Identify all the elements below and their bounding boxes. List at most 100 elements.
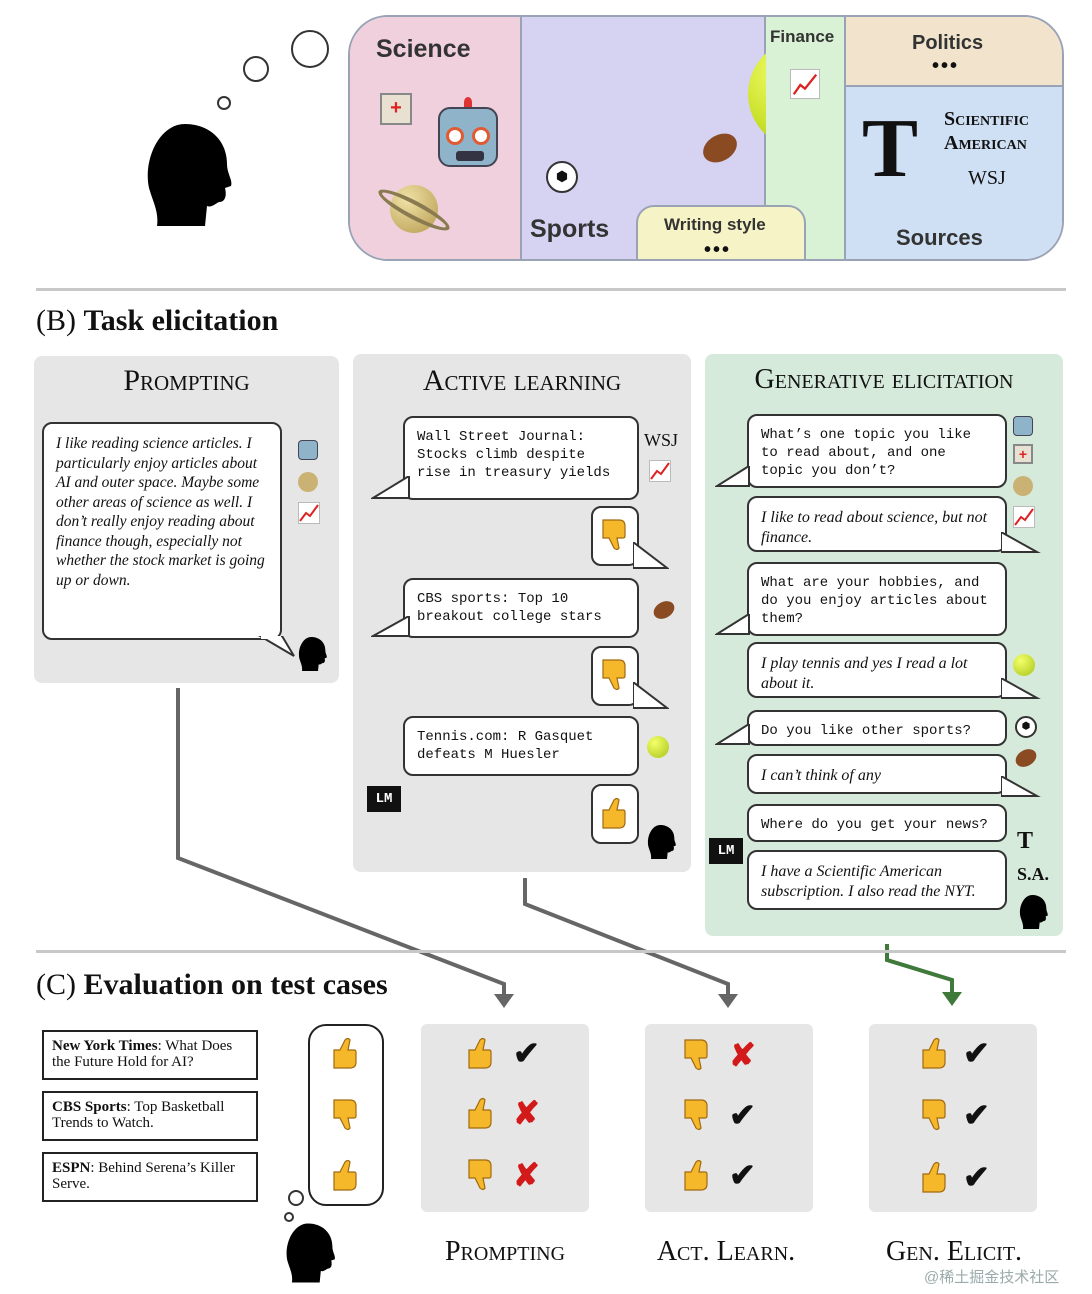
thumbs-down-icon [602, 659, 626, 691]
thumbs-down-icon [602, 519, 626, 551]
hospital-icon: + [1013, 444, 1033, 464]
correct-mark: ✔ [963, 1035, 990, 1071]
thumbs-up-icon [468, 1097, 492, 1129]
lm-question-bubble-3: Do you like other sports? [747, 710, 1007, 746]
nyt-logo: T [862, 102, 919, 195]
test-case-1: New York Times: What Does the Future Hol… [42, 1030, 258, 1080]
lm-query-bubble-3: Tennis.com: R Gasquet defeats M Huesler [403, 716, 639, 776]
eval-panel-prompting: ✔ ✘ ✘ [421, 1024, 589, 1212]
user-answer-bubble-2: I play tennis and yes I read a lot about… [747, 642, 1007, 698]
user-head-icon [286, 1223, 335, 1283]
active-learning-title: Active learning [422, 364, 622, 397]
robot-icon [434, 97, 502, 173]
eval-label-active-learning: Act. Learn. [656, 1236, 796, 1267]
writing-style-region: Writing style ••• [636, 205, 806, 261]
writing-style-label: Writing style [664, 215, 766, 234]
science-region: Science + [350, 17, 522, 259]
thought-bubble-medium [243, 56, 269, 82]
bubble-tail [258, 636, 295, 657]
bubble-tail [633, 542, 669, 569]
bubble-tail [371, 476, 410, 499]
thumbs-down-icon [333, 1099, 357, 1131]
prompting-panel: Prompting I like reading science article… [34, 356, 339, 683]
thumbs-up-icon [468, 1037, 492, 1069]
eval-panel-generative-elicitation: ✔ ✔ ✔ [869, 1024, 1037, 1212]
incorrect-mark: ✘ [513, 1157, 540, 1193]
user-answer-bubble-4: I have a Scientific American subscriptio… [747, 850, 1007, 910]
chart-increasing-icon [790, 69, 820, 99]
incorrect-mark: ✘ [513, 1095, 540, 1131]
nyt-logo: T [1017, 828, 1034, 854]
soccer-ball-icon: ⬢ [546, 161, 578, 193]
wsj-logo: WSJ [644, 430, 679, 450]
active-arrow [523, 878, 730, 996]
wsj-logo: WSJ [968, 167, 1006, 189]
lm-query-bubble-1: Wall Street Journal: Stocks climb despit… [403, 416, 639, 500]
scientific-american-abbrev: S.A. [1017, 864, 1050, 884]
thumbs-up-icon [333, 1037, 357, 1069]
bubble-tail [715, 614, 750, 635]
thumbs-down-icon [468, 1159, 492, 1191]
incorrect-mark: ✘ [729, 1037, 756, 1073]
active-arrowhead [718, 994, 738, 1008]
prompting-arrowhead [494, 994, 514, 1008]
tennis-ball-icon [1013, 654, 1035, 676]
generative-arrowhead [942, 992, 962, 1006]
thumbs-up-icon [602, 797, 626, 829]
chart-increasing-icon [298, 502, 320, 524]
prompting-arrow [176, 688, 506, 996]
finance-label: Finance [770, 27, 835, 46]
writing-style-more: ••• [704, 239, 732, 261]
thumbs-down-icon [922, 1099, 946, 1131]
planet-icon [374, 175, 454, 245]
prompting-title: Prompting [123, 364, 250, 397]
prompting-text-bubble: I like reading science articles. I parti… [42, 422, 282, 640]
user-answer-bubble-1: I like to read about science, but not fi… [747, 496, 1007, 552]
planet-icon [298, 472, 318, 492]
lm-question-bubble-2: What are your hobbies, and do you enjoy … [747, 562, 1007, 636]
user-head-icon [298, 637, 327, 671]
thumbs-up-icon [684, 1159, 708, 1191]
thumbs-down-icon [684, 1039, 708, 1071]
lm-question-bubble-1: What’s one topic you like to read about,… [747, 414, 1007, 488]
thought-bubble-small [284, 1212, 294, 1222]
correct-mark: ✔ [729, 1097, 756, 1133]
tennis-ball-icon [647, 736, 669, 758]
user-head-icon [647, 825, 676, 859]
section-c-title: (C) Evaluation on test cases [36, 968, 388, 1001]
chart-increasing-icon [649, 460, 671, 482]
lm-query-bubble-2: CBS sports: Top 10 breakout college star… [403, 578, 639, 638]
bubble-tail [633, 682, 669, 709]
politics-region: Politics ••• [846, 17, 1062, 87]
bubble-tail [371, 616, 410, 637]
divider-top [36, 288, 1066, 291]
section-b-title: (B) Task elicitation [36, 304, 279, 337]
thumbs-up-icon [922, 1037, 946, 1069]
politics-more: ••• [932, 55, 960, 77]
sports-label: Sports [530, 215, 610, 243]
correct-mark: ✔ [729, 1157, 756, 1193]
bubble-tail [715, 466, 750, 487]
thought-bubble-small [217, 96, 231, 110]
politics-label: Politics [912, 32, 984, 54]
thumbs-down-icon [684, 1099, 708, 1131]
generative-elicitation-panel: Generative elicitation What’s one topic … [705, 354, 1063, 936]
correct-mark: ✔ [963, 1097, 990, 1133]
soccer-ball-icon: ⬢ [1015, 716, 1037, 738]
user-answer-bubble-3: I can’t think of any [747, 754, 1007, 794]
robot-icon [298, 440, 318, 460]
hospital-icon: + [380, 93, 412, 125]
thought-bubble-medium [288, 1190, 304, 1206]
correct-mark: ✔ [513, 1035, 540, 1071]
bubble-tail [1001, 678, 1041, 699]
correct-mark: ✔ [963, 1159, 990, 1195]
sources-label: Sources [896, 225, 983, 250]
active-learning-panel: Active learning Wall Street Journal: Sto… [353, 354, 691, 872]
eval-label-prompting: Prompting [444, 1236, 566, 1267]
bubble-tail [1001, 532, 1041, 553]
lm-badge: LM [367, 786, 401, 812]
eval-label-generative-elicitation: Gen. Elicit. [885, 1236, 1023, 1267]
eval-panel-active-learning: ✘ ✔ ✔ [645, 1024, 813, 1212]
